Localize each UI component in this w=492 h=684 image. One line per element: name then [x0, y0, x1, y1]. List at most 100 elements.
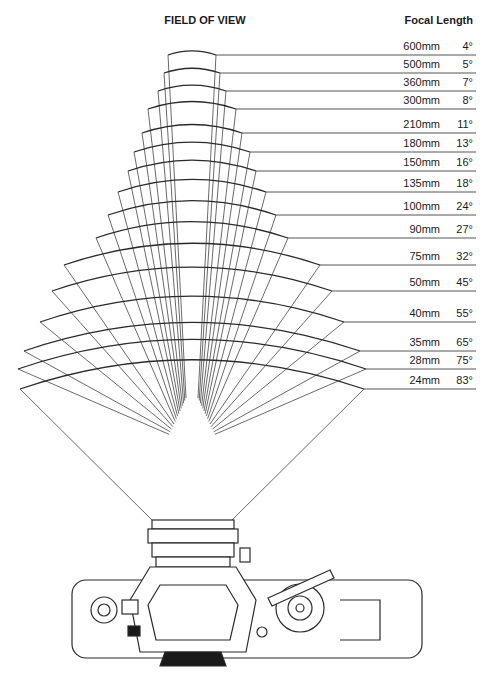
focal-length: 35mm — [409, 336, 440, 349]
leader-line — [288, 238, 476, 239]
lens-ring — [152, 543, 234, 557]
angle-value: 45° — [456, 276, 473, 289]
window — [122, 600, 138, 614]
field-arc — [118, 179, 266, 192]
field-ray — [20, 389, 152, 520]
field-ray — [203, 133, 242, 408]
field-arc — [164, 68, 220, 73]
switch — [128, 626, 140, 636]
field-arc — [52, 267, 332, 291]
field-ray — [214, 351, 360, 432]
angle-value: 16° — [456, 156, 473, 169]
field-ray — [204, 152, 250, 411]
field-arc — [40, 296, 344, 322]
angle-value: 5° — [462, 58, 473, 71]
focal-length: 100mm — [403, 200, 440, 213]
field-arc — [20, 360, 364, 389]
rewind-knob — [98, 604, 110, 616]
field-ray — [142, 133, 181, 408]
leader-line — [344, 322, 476, 323]
field-arc — [168, 51, 216, 55]
field-ray — [24, 351, 170, 432]
column-heading: Focal Length — [405, 14, 473, 27]
leader-line — [360, 351, 476, 352]
angle-value: 18° — [456, 177, 473, 190]
field-ray — [198, 55, 216, 398]
focal-length: 360mm — [403, 76, 440, 89]
field-arc — [96, 222, 288, 238]
leader-line — [366, 369, 476, 370]
leader-line — [364, 389, 476, 390]
angle-value: 55° — [456, 307, 473, 320]
lens-mount — [156, 557, 230, 567]
field-ray — [199, 73, 220, 401]
field-ray — [40, 322, 172, 429]
angle-value: 32° — [456, 250, 473, 263]
field-ray — [215, 369, 366, 434]
field-arc — [128, 160, 256, 171]
prism-face — [148, 585, 238, 640]
focal-length: 210mm — [403, 118, 440, 131]
field-ray — [232, 389, 364, 520]
focal-length: 75mm — [409, 250, 440, 263]
field-ray — [212, 322, 344, 429]
focal-length: 300mm — [403, 94, 440, 107]
advance-lever — [268, 570, 334, 606]
angle-value: 11° — [457, 118, 473, 131]
leader-line — [216, 55, 476, 56]
rewind-knob — [91, 597, 117, 623]
focal-length: 24mm — [409, 374, 440, 387]
prism-housing — [130, 567, 256, 652]
angle-value: 8° — [462, 94, 473, 107]
field-ray — [208, 215, 276, 419]
field-arc — [148, 102, 236, 109]
angle-value: 24° — [456, 200, 473, 213]
field-ray — [18, 369, 169, 434]
field-arc — [24, 322, 360, 351]
angle-value: 27° — [456, 223, 473, 236]
field-arc — [158, 85, 226, 91]
focal-length: 50mm — [409, 276, 440, 289]
focal-length: 180mm — [403, 137, 440, 150]
field-of-view-fan — [18, 51, 476, 520]
lens-front — [152, 520, 234, 529]
leader-line — [226, 91, 476, 92]
field-ray — [108, 215, 176, 419]
leader-line — [320, 265, 476, 266]
field-ray — [164, 73, 185, 401]
leader-line — [256, 171, 476, 172]
title: FIELD OF VIEW — [164, 14, 245, 27]
camera-drawing — [72, 520, 422, 666]
field-ray — [168, 55, 186, 398]
lens-ring — [148, 529, 238, 543]
angle-value: 65° — [456, 336, 473, 349]
field-ray — [211, 291, 332, 427]
field-ray — [134, 152, 180, 411]
focal-length: 500mm — [403, 58, 440, 71]
field-arc — [18, 339, 366, 369]
leader-line — [236, 109, 476, 110]
field-arc — [64, 243, 320, 265]
angle-value: 4° — [462, 40, 473, 53]
focal-length: 600mm — [403, 40, 440, 53]
lever-pivot — [257, 627, 267, 637]
leader-line — [276, 215, 476, 216]
field-arc — [134, 142, 250, 152]
angle-value: 75° — [456, 354, 473, 367]
leader-line — [266, 192, 476, 193]
focal-length: 150mm — [403, 156, 440, 169]
leader-line — [242, 133, 476, 134]
focal-length: 40mm — [409, 307, 440, 320]
body-detail — [340, 600, 380, 640]
angle-value: 13° — [456, 137, 473, 150]
shutter-dial — [288, 596, 312, 620]
field-ray — [52, 291, 173, 427]
leader-line — [332, 291, 476, 292]
focal-length: 28mm — [409, 354, 440, 367]
shutter-button — [296, 604, 304, 612]
angle-value: 83° — [456, 374, 473, 387]
leader-line — [220, 73, 476, 74]
button — [240, 548, 250, 562]
eyepiece — [160, 652, 226, 666]
